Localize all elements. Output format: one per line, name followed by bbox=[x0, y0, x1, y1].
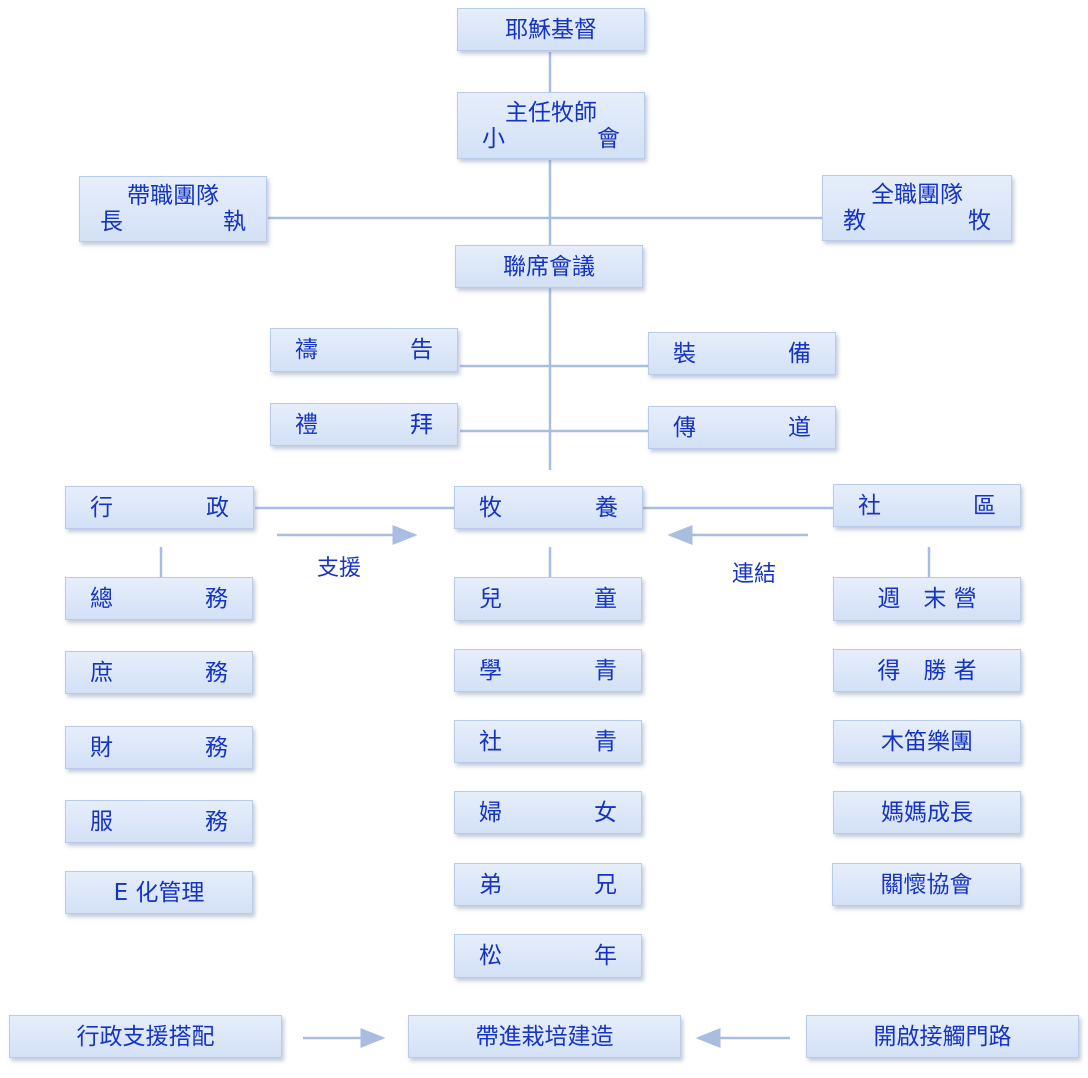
senior-pastor-box: 主任牧師 小 會 bbox=[457, 92, 645, 159]
care-item-young-adults-left: 社 bbox=[479, 728, 502, 755]
care-item-seniors-right: 年 bbox=[594, 943, 617, 969]
admin-item-general: 總 務 bbox=[65, 577, 253, 620]
prayer-left: 禱 bbox=[295, 337, 318, 363]
bottom-nurture-build: 帶進栽培建造 bbox=[408, 1015, 681, 1058]
bottom-open-contact-label: 開啟接觸門路 bbox=[873, 1023, 1012, 1050]
care-item-seniors: 松 年 bbox=[454, 934, 642, 978]
admin-item-service-left: 服 bbox=[90, 808, 113, 835]
community-item-weekend-camp: 週 末 營 bbox=[833, 577, 1021, 621]
care-item-women-right: 女 bbox=[594, 799, 617, 826]
admin-item-general-left: 總 bbox=[90, 585, 113, 612]
care-item-young-adults: 社 青 bbox=[454, 720, 642, 763]
admin-item-affairs-left: 庶 bbox=[90, 659, 113, 686]
community-item-recorder-band: 木笛樂團 bbox=[833, 720, 1021, 763]
care-item-women-left: 婦 bbox=[479, 799, 502, 826]
care-item-children: 兒 童 bbox=[454, 577, 642, 621]
prayer-right: 告 bbox=[410, 337, 433, 363]
bottom-admin-support: 行政支援搭配 bbox=[9, 1015, 282, 1058]
care-item-students-right: 青 bbox=[594, 657, 617, 684]
community-head-right: 區 bbox=[973, 492, 996, 519]
admin-head-box: 行 政 bbox=[65, 486, 254, 529]
senior-pastor-right: 會 bbox=[597, 125, 620, 152]
senior-pastor-left: 小 bbox=[482, 125, 505, 152]
equip-right: 備 bbox=[788, 340, 811, 367]
fulltime-team-box: 全職團隊 教 牧 bbox=[822, 175, 1012, 241]
care-head-right: 養 bbox=[595, 494, 618, 521]
admin-item-finance-left: 財 bbox=[90, 734, 113, 761]
fulltime-team-label: 全職團隊 bbox=[871, 182, 963, 208]
community-head-left: 社 bbox=[858, 492, 881, 519]
care-head-box: 牧 養 bbox=[454, 486, 643, 529]
admin-item-finance-right: 務 bbox=[205, 734, 228, 761]
admin-item-e-management-label: E 化管理 bbox=[113, 879, 205, 906]
care-item-students-left: 學 bbox=[479, 657, 502, 684]
worship-box: 禮 拜 bbox=[270, 403, 458, 446]
admin-item-affairs-right: 務 bbox=[205, 659, 228, 686]
care-item-seniors-left: 松 bbox=[479, 943, 502, 969]
admin-item-general-right: 務 bbox=[205, 585, 228, 612]
community-item-care-association: 關懷協會 bbox=[832, 863, 1021, 906]
evangel-right: 道 bbox=[788, 414, 811, 441]
senior-pastor-label: 主任牧師 bbox=[505, 99, 597, 126]
admin-head-left: 行 bbox=[90, 494, 113, 521]
care-item-children-left: 兒 bbox=[479, 586, 502, 612]
care-item-brothers: 弟 兄 bbox=[454, 863, 642, 906]
bottom-nurture-build-label: 帶進栽培建造 bbox=[475, 1023, 614, 1050]
worship-right: 拜 bbox=[410, 411, 433, 438]
admin-item-e-management: E 化管理 bbox=[65, 871, 253, 914]
joint-council-label: 聯席會議 bbox=[503, 253, 595, 280]
bottom-admin-support-label: 行政支援搭配 bbox=[76, 1023, 215, 1050]
community-item-recorder-band-label: 木笛樂團 bbox=[881, 728, 973, 755]
fulltime-team-right: 牧 bbox=[968, 208, 991, 234]
equip-box: 裝 備 bbox=[648, 332, 836, 375]
care-item-young-adults-right: 青 bbox=[594, 728, 617, 755]
community-item-overcomers: 得 勝 者 bbox=[833, 649, 1021, 692]
admin-item-service-right: 務 bbox=[205, 808, 228, 835]
equip-left: 裝 bbox=[673, 340, 696, 367]
fulltime-team-left: 教 bbox=[843, 208, 866, 234]
care-head-left: 牧 bbox=[479, 494, 502, 521]
lay-team-right: 執 bbox=[223, 209, 246, 235]
admin-item-finance: 財 務 bbox=[65, 726, 253, 769]
joint-council-box: 聯席會議 bbox=[455, 245, 643, 288]
admin-head-right: 政 bbox=[206, 494, 229, 521]
admin-item-affairs: 庶 務 bbox=[65, 651, 253, 694]
care-item-women: 婦 女 bbox=[454, 791, 642, 834]
connect-label: 連結 bbox=[732, 562, 777, 587]
care-item-children-right: 童 bbox=[594, 586, 617, 612]
community-item-care-association-label: 關懷協會 bbox=[880, 871, 973, 898]
jesus-christ-box: 耶穌基督 bbox=[457, 8, 645, 51]
community-item-weekend-camp-label: 週 末 營 bbox=[877, 586, 977, 612]
care-item-brothers-right: 兄 bbox=[594, 871, 617, 898]
prayer-box: 禱 告 bbox=[270, 328, 458, 372]
community-item-mothers-growth-label: 媽媽成長 bbox=[881, 799, 973, 826]
community-item-mothers-growth: 媽媽成長 bbox=[833, 791, 1021, 834]
lay-team-left: 長 bbox=[100, 209, 123, 235]
support-label: 支援 bbox=[317, 556, 362, 581]
jesus-christ-label: 耶穌基督 bbox=[505, 16, 597, 43]
bottom-open-contact: 開啟接觸門路 bbox=[806, 1015, 1079, 1058]
worship-left: 禮 bbox=[295, 411, 318, 438]
lay-team-box: 帶職團隊 長 執 bbox=[79, 176, 267, 242]
lay-team-label: 帶職團隊 bbox=[127, 183, 219, 209]
evangel-box: 傳 道 bbox=[648, 406, 836, 449]
care-item-brothers-left: 弟 bbox=[479, 871, 502, 898]
admin-item-service: 服 務 bbox=[65, 800, 253, 843]
evangel-left: 傳 bbox=[673, 414, 696, 441]
community-head-box: 社 區 bbox=[833, 484, 1021, 527]
community-item-overcomers-label: 得 勝 者 bbox=[877, 657, 977, 684]
care-item-students: 學 青 bbox=[454, 649, 642, 692]
